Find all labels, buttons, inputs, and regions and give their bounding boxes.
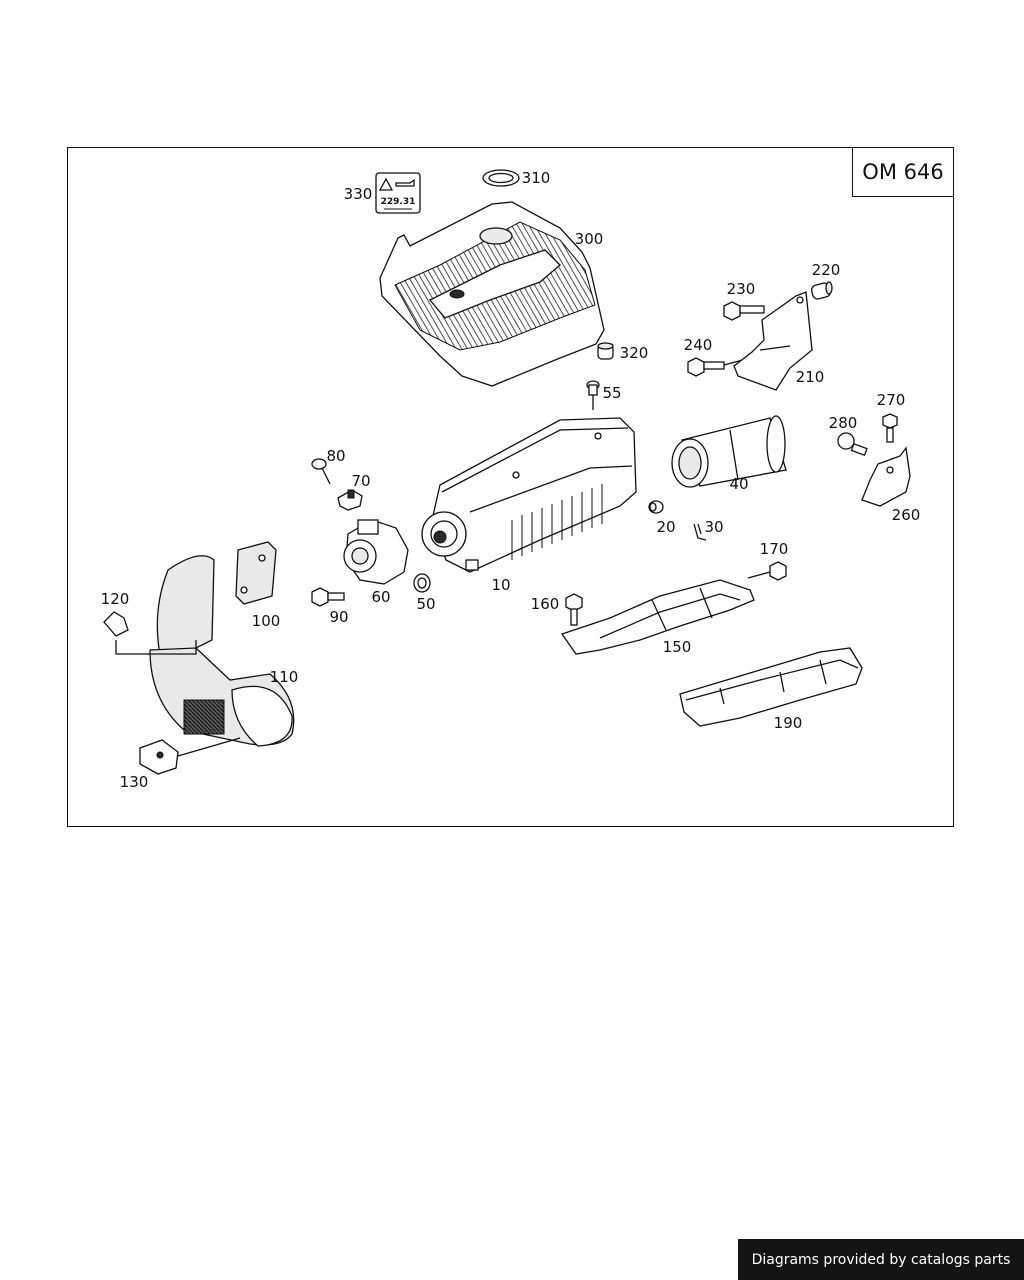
- callout-260: 260: [892, 506, 921, 524]
- part-190-heat-shield[interactable]: [679, 647, 863, 727]
- part-110-intake-hose[interactable]: [115, 555, 295, 747]
- callout-270: 270: [877, 391, 906, 409]
- part-100-pad[interactable]: [235, 541, 277, 605]
- part-320-grommet[interactable]: [597, 342, 614, 360]
- part-330-oil-label[interactable]: 229.31: [375, 172, 421, 214]
- callout-150: 150: [663, 638, 692, 656]
- part-120-clip[interactable]: [103, 611, 129, 637]
- callout-70: 70: [351, 472, 370, 490]
- part-280-bolt[interactable]: [837, 432, 868, 457]
- callout-240: 240: [684, 336, 713, 354]
- part-160-bolt[interactable]: [565, 593, 583, 626]
- callout-160: 160: [531, 595, 560, 613]
- part-130-holder[interactable]: [139, 737, 241, 775]
- part-260-bracket[interactable]: [861, 446, 911, 507]
- callout-320: 320: [620, 344, 649, 362]
- part-70-sensor[interactable]: [337, 489, 363, 511]
- oil-spec-text: 229.31: [381, 197, 416, 207]
- part-310-seal-ring[interactable]: [482, 169, 520, 187]
- callout-310: 310: [522, 169, 551, 187]
- callout-170: 170: [760, 540, 789, 558]
- part-50-ring[interactable]: [413, 573, 431, 593]
- part-300-engine-cover[interactable]: [379, 201, 605, 387]
- part-210-bracket[interactable]: [733, 291, 813, 391]
- part-10-air-filter-housing[interactable]: [421, 417, 637, 573]
- part-30-clip[interactable]: [693, 523, 707, 541]
- callout-100: 100: [252, 612, 281, 630]
- callout-330: 330: [344, 185, 373, 203]
- part-80-screw[interactable]: [311, 458, 331, 485]
- callout-130: 130: [120, 773, 149, 791]
- callout-120: 120: [101, 590, 130, 608]
- callout-110: 110: [270, 668, 299, 686]
- callout-210: 210: [796, 368, 825, 386]
- part-220-sleeve[interactable]: [810, 281, 833, 300]
- part-90-bolt[interactable]: [311, 587, 345, 607]
- part-150-heat-shield[interactable]: [560, 579, 755, 655]
- callout-90: 90: [329, 608, 348, 626]
- callout-55: 55: [602, 384, 621, 402]
- engine-code-label: OM 646: [852, 147, 954, 197]
- part-40-filter-element[interactable]: [671, 415, 787, 488]
- footer-credit: Diagrams provided by catalogs parts: [738, 1239, 1024, 1280]
- callout-40: 40: [729, 475, 748, 493]
- part-170-bolt[interactable]: [747, 561, 787, 581]
- callout-190: 190: [774, 714, 803, 732]
- part-270-bolt[interactable]: [882, 413, 898, 443]
- callout-80: 80: [326, 447, 345, 465]
- callout-30: 30: [704, 518, 723, 536]
- callout-230: 230: [727, 280, 756, 298]
- callout-60: 60: [371, 588, 390, 606]
- callout-10: 10: [491, 576, 510, 594]
- callout-220: 220: [812, 261, 841, 279]
- part-20-cap[interactable]: [648, 500, 664, 514]
- part-60-throttle-valve[interactable]: [343, 519, 409, 585]
- callout-300: 300: [575, 230, 604, 248]
- callout-20: 20: [656, 518, 675, 536]
- part-55-stud[interactable]: [586, 380, 600, 410]
- callout-50: 50: [416, 595, 435, 613]
- callout-280: 280: [829, 414, 858, 432]
- part-230-bolt[interactable]: [723, 301, 765, 321]
